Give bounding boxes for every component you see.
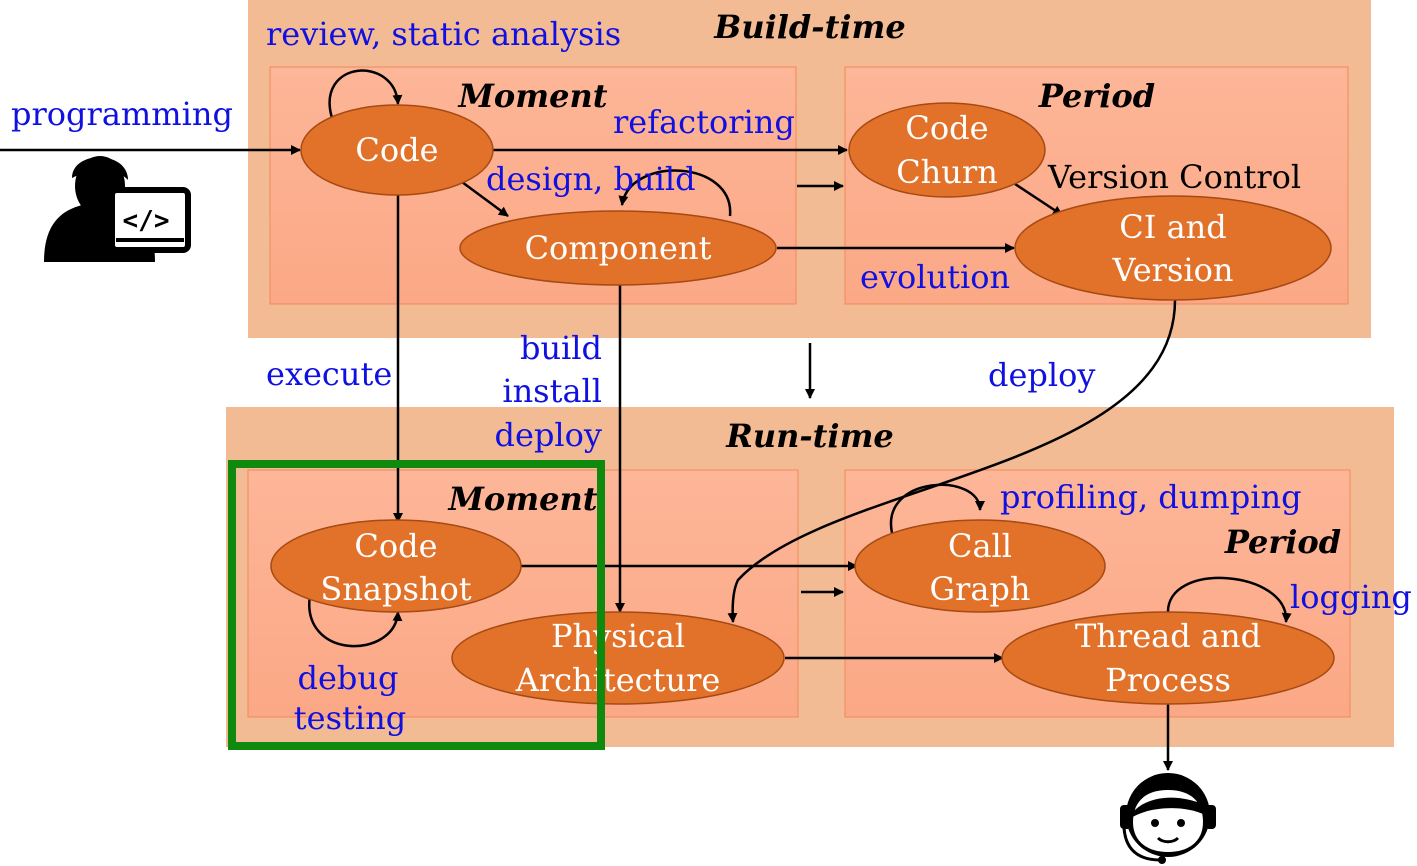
node-code-churn-line2: Churn bbox=[896, 153, 998, 191]
node-thread-process: Thread and Process bbox=[1001, 611, 1335, 705]
label-debug: debug bbox=[298, 659, 399, 697]
node-physical-architecture-line2: Architecture bbox=[515, 661, 721, 699]
label-execute: execute bbox=[266, 355, 392, 393]
node-code-churn: Code Churn bbox=[848, 102, 1046, 198]
node-thread-process-line1: Thread and bbox=[1075, 617, 1261, 655]
node-call-graph: Call Graph bbox=[854, 519, 1106, 613]
node-component-label: Component bbox=[525, 229, 712, 267]
label-deploy-left: deploy bbox=[495, 416, 602, 454]
node-code-label: Code bbox=[355, 131, 438, 169]
node-code: Code bbox=[300, 104, 494, 196]
edge-code-to-component bbox=[461, 180, 509, 218]
edge-review-loop bbox=[328, 69, 403, 119]
support-agent-icon bbox=[1120, 773, 1216, 864]
label-version-control: Version Control bbox=[1047, 158, 1301, 196]
svg-text:</>: </> bbox=[123, 206, 170, 236]
edge-debug-loop bbox=[308, 594, 403, 648]
node-thread-process-line2: Process bbox=[1105, 661, 1231, 699]
edge-profiling-loop bbox=[889, 483, 985, 534]
label-testing: testing bbox=[294, 699, 406, 737]
label-evolution: evolution bbox=[860, 258, 1010, 296]
node-ci-version-line1: CI and bbox=[1119, 208, 1226, 246]
run-period-title: Period bbox=[1224, 523, 1341, 561]
edge-churn-to-ci bbox=[1011, 180, 1063, 217]
highlight-box bbox=[228, 460, 605, 750]
label-design-build: design, build bbox=[486, 160, 696, 198]
label-review: review, static analysis bbox=[266, 15, 621, 53]
build-time-title: Build-time bbox=[713, 8, 905, 46]
node-code-churn-line1: Code bbox=[905, 109, 988, 147]
build-moment-title: Moment bbox=[457, 77, 607, 115]
label-build: build bbox=[520, 329, 602, 367]
developer-icon: </> bbox=[44, 156, 191, 262]
label-install: install bbox=[502, 372, 602, 410]
edge-logging-loop bbox=[1166, 576, 1292, 623]
edge-design-build-loop bbox=[618, 169, 732, 217]
node-call-graph-line1: Call bbox=[948, 527, 1012, 565]
node-code-snapshot-line1: Code bbox=[354, 527, 437, 565]
label-programming: programming bbox=[11, 95, 233, 133]
run-time-title: Run-time bbox=[725, 417, 894, 455]
node-code-snapshot: Code Snapshot bbox=[270, 519, 522, 613]
label-profiling: profiling, dumping bbox=[1000, 478, 1302, 516]
label-logging: logging bbox=[1290, 578, 1412, 616]
label-refactoring: refactoring bbox=[613, 103, 795, 141]
node-component: Component bbox=[459, 210, 777, 286]
label-deploy: deploy bbox=[988, 356, 1095, 394]
node-physical-architecture: Physical Architecture bbox=[451, 611, 785, 705]
node-ci-version-line2: Version bbox=[1112, 251, 1234, 289]
build-period-title: Period bbox=[1038, 77, 1155, 115]
node-ci-version: CI and Version bbox=[1014, 195, 1332, 301]
edge-deploy bbox=[727, 299, 1177, 623]
node-physical-architecture-line1: Physical bbox=[551, 617, 685, 655]
node-code-snapshot-line2: Snapshot bbox=[320, 570, 471, 608]
node-call-graph-line2: Graph bbox=[929, 570, 1030, 608]
run-moment-title: Moment bbox=[447, 480, 597, 518]
